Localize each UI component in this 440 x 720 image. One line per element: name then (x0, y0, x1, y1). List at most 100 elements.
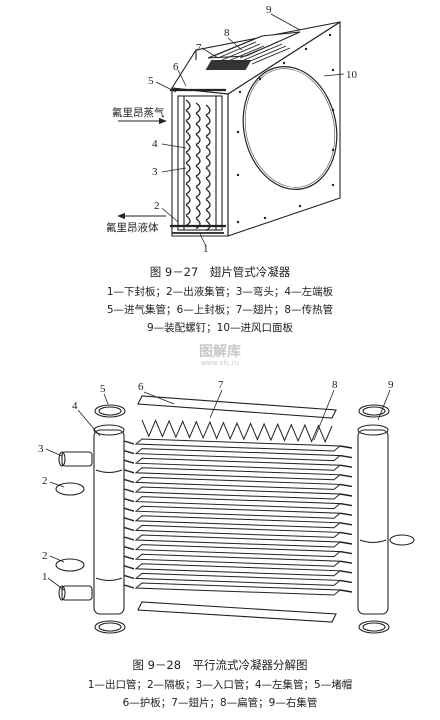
return-bend (195, 154, 201, 167)
figure1-legend-line-3: 9—装配螺钉；10—进风口面板 (146, 322, 294, 334)
fig1-ref-8: 8 (224, 27, 230, 39)
return-bend (185, 183, 191, 195)
return-bend (205, 188, 211, 200)
left-cap-bottom (94, 620, 126, 634)
inlet-pipe (61, 451, 93, 467)
return-bend (195, 112, 201, 125)
coil-frame (177, 95, 223, 231)
zigzag-fin (141, 419, 333, 444)
tube-stub-right (339, 445, 353, 449)
fig1-ref-5: 5 (148, 75, 154, 87)
tube-stub-right (339, 464, 353, 468)
tube-stub-right (339, 531, 353, 536)
tube-stub-left (123, 526, 135, 532)
tube-stub-right (339, 550, 353, 555)
figure2-caption: 图 9－28 平行流式冷凝器分解图 (132, 658, 308, 672)
return-bend (205, 104, 211, 116)
tube-stub-left (123, 565, 135, 570)
fig2-ref-4: 4 (72, 400, 78, 412)
fig2-ref-9: 9 (388, 379, 394, 391)
parallel-flow-condenser-drawing (55, 395, 415, 634)
return-bend (185, 193, 191, 206)
tube-stub-left (123, 478, 135, 484)
fig2-ref-7: 7 (218, 379, 224, 391)
return-bend (185, 120, 191, 132)
return-bends (185, 99, 211, 232)
tube-stub-right (339, 454, 353, 459)
fig2-ref-8: 8 (332, 379, 338, 391)
fig1-ref-1: 1 (203, 243, 209, 255)
return-bend (195, 186, 201, 198)
fig2-ref-3: 3 (38, 443, 44, 455)
figure1-legend-line-1: 1—下封板；2—出液集管；3—弯头；4—左端板 (106, 286, 334, 298)
tube-stub-right (339, 579, 353, 584)
top-shield-plate (137, 395, 337, 419)
tube-stub-right (339, 493, 353, 497)
return-bend (205, 146, 211, 158)
figure1-caption: 图 9－27 翅片管式冷凝器 (149, 265, 291, 279)
figure2-legend-line-1: 1—出口管；2—隔板；3—入口管；4—左集管；5—堵帽 (87, 679, 353, 691)
tube-stub-left (123, 440, 135, 445)
baffle-disc-upper (55, 482, 85, 496)
return-bend (185, 130, 191, 143)
fig1-reference-numbers: 9 8 7 6 5 4 3 2 1 10 氟里昂蒸气 氟里昂液体 (106, 4, 358, 255)
fig2-ref-1: 1 (42, 571, 48, 583)
bottom-shield-plate (137, 601, 337, 623)
label-refrigerant-liquid: 氟里昂液体 (106, 221, 159, 234)
return-bend (205, 198, 211, 211)
left-face-outline (171, 87, 229, 237)
return-bend (185, 109, 191, 122)
return-bend (205, 114, 211, 127)
tube-stub-left (123, 545, 135, 551)
tube-stub-left (123, 517, 135, 522)
return-bend (205, 177, 211, 190)
right-header (357, 429, 389, 615)
panel-rivets (236, 33, 335, 224)
fig1-ref-10: 10 (346, 69, 358, 81)
return-bend (195, 123, 201, 135)
return-bend (185, 162, 191, 174)
fig2-ref-5: 5 (100, 383, 106, 395)
return-bend (205, 167, 211, 179)
tube-stub-left (123, 449, 135, 455)
tube-stub-left (123, 488, 135, 493)
tube-stub-right (339, 560, 353, 564)
flat-tube-stack (134, 438, 342, 596)
baffle-disc-lower (55, 558, 85, 572)
tube-stub-right (339, 522, 353, 526)
tube-stub-right (339, 483, 353, 488)
fig1-ref-2: 2 (154, 200, 160, 212)
return-bend (205, 209, 211, 221)
return-bend (195, 175, 201, 188)
return-bend (205, 125, 211, 137)
fig1-ref-6: 6 (173, 61, 179, 73)
return-bend (195, 133, 201, 146)
fig2-leader-lines (45, 389, 391, 591)
top-fins (213, 39, 291, 65)
tube-stub-right (339, 541, 353, 545)
tube-stub-left (123, 536, 135, 541)
fig1-ref-3: 3 (152, 166, 158, 178)
return-bend (185, 172, 191, 185)
right-cap-bottom (358, 620, 390, 634)
tube-stub-left (123, 469, 135, 474)
figure2-legend-line-2: 6—护板；7—翅片；8—扁管；9—右集管 (122, 697, 318, 709)
tube-stub-left (123, 459, 135, 464)
return-bend (185, 141, 191, 153)
return-bend (205, 135, 211, 148)
tube-stub-left (123, 574, 135, 580)
right-cap-top (358, 404, 390, 418)
fig1-ref-7: 7 (196, 42, 202, 54)
tube-stub-left (123, 497, 135, 503)
finned-tube-condenser-drawing (117, 13, 345, 247)
tube-stub-left (123, 584, 135, 589)
left-header (93, 429, 125, 615)
fig2-ref-6: 6 (138, 381, 144, 393)
return-bend (205, 156, 211, 169)
watermark-logo: 图解库 (199, 344, 241, 360)
outlet-pipe (61, 585, 93, 601)
leader-lines (155, 13, 345, 247)
return-bend (185, 214, 191, 227)
